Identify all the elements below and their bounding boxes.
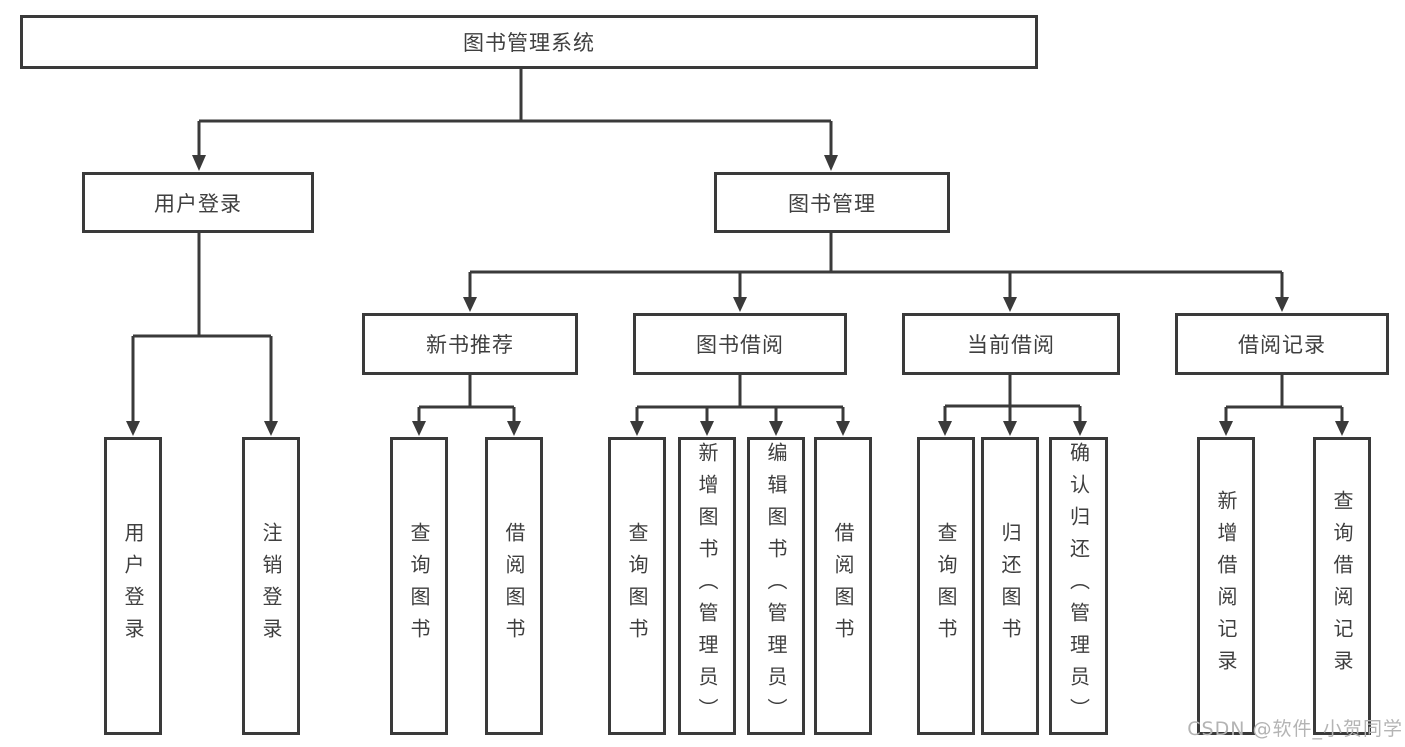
arrowhead <box>1003 421 1017 436</box>
arrowhead <box>463 297 477 312</box>
node-root: 图书管理系统 <box>20 15 1038 69</box>
arrowhead <box>1275 297 1289 312</box>
arrowhead <box>264 421 278 436</box>
edge-book-borrow-to-leaves <box>630 375 850 436</box>
leaf-query-books-recommend-label: 查询图书 <box>407 522 431 650</box>
node-new-book-recommend-label: 新书推荐 <box>426 333 514 357</box>
arrowhead <box>1003 297 1017 312</box>
leaf-confirm-return-admin-label: 确认归还（管理员） <box>1066 442 1091 730</box>
edge-borrow-records-to-leaves <box>1219 375 1349 436</box>
node-book-management-label: 图书管理 <box>788 191 876 216</box>
node-new-book-recommend: 新书推荐 <box>362 313 578 375</box>
arrowhead <box>938 421 952 436</box>
leaf-return-book-label: 归还图书 <box>998 522 1022 650</box>
leaf-query-books-current-label: 查询图书 <box>934 522 958 650</box>
node-book-borrow: 图书借阅 <box>633 313 847 375</box>
csdn-watermark: CSDN @软件_小贺同学 <box>1187 718 1403 740</box>
leaf-borrow-books-recommend-label: 借阅图书 <box>502 522 526 650</box>
arrowhead <box>824 155 838 171</box>
arrowhead <box>1335 421 1349 436</box>
leaf-add-book-admin-label: 新增图书（管理员） <box>695 442 719 730</box>
node-current-borrow: 当前借阅 <box>902 313 1120 375</box>
node-user-login-label: 用户登录 <box>154 191 242 216</box>
leaf-user-login: 用户登录 <box>104 437 162 735</box>
arrowhead <box>507 421 521 436</box>
arrowhead <box>700 421 714 436</box>
leaf-logout-label: 注销登录 <box>259 522 283 650</box>
edge-root-to-level2 <box>192 68 838 171</box>
leaf-query-books-borrow: 查询图书 <box>608 437 666 735</box>
leaf-user-login-label: 用户登录 <box>121 522 145 650</box>
arrowhead <box>630 421 644 436</box>
arrowhead <box>769 421 783 436</box>
leaf-query-books-recommend: 查询图书 <box>390 437 448 735</box>
edge-book-management-to-level3 <box>463 233 1289 312</box>
arrowhead <box>1219 421 1233 436</box>
arrowhead <box>1073 421 1087 436</box>
leaf-borrow-books-recommend: 借阅图书 <box>485 437 543 735</box>
node-current-borrow-label: 当前借阅 <box>967 333 1055 357</box>
leaf-add-borrow-record: 新增借阅记录 <box>1197 437 1255 735</box>
node-book-management: 图书管理 <box>714 172 950 233</box>
leaf-confirm-return-admin: 确认归还（管理员） <box>1049 437 1108 735</box>
node-borrow-records: 借阅记录 <box>1175 313 1389 375</box>
leaf-add-borrow-record-label: 新增借阅记录 <box>1214 490 1238 682</box>
leaf-borrow-books: 借阅图书 <box>814 437 872 735</box>
arrowhead <box>733 297 747 312</box>
leaf-edit-book-admin: 编辑图书（管理员） <box>747 437 805 735</box>
node-root-label: 图书管理系统 <box>463 31 595 55</box>
leaf-query-borrow-record: 查询借阅记录 <box>1313 437 1371 735</box>
leaf-borrow-books-label: 借阅图书 <box>831 522 855 650</box>
edge-user-login-to-leaves <box>126 233 278 436</box>
arrowhead <box>412 421 426 436</box>
leaf-logout: 注销登录 <box>242 437 300 735</box>
leaf-query-books-current: 查询图书 <box>917 437 975 735</box>
leaf-query-books-borrow-label: 查询图书 <box>625 522 649 650</box>
edge-current-borrow-to-leaves <box>938 375 1087 436</box>
node-borrow-records-label: 借阅记录 <box>1238 333 1326 357</box>
edge-new-book-recommend-to-leaves <box>412 375 521 436</box>
node-user-login: 用户登录 <box>82 172 314 233</box>
leaf-query-borrow-record-label: 查询借阅记录 <box>1330 490 1354 682</box>
arrowhead <box>126 421 140 436</box>
leaf-return-book: 归还图书 <box>981 437 1039 735</box>
node-book-borrow-label: 图书借阅 <box>696 333 784 357</box>
leaf-edit-book-admin-label: 编辑图书（管理员） <box>764 442 788 730</box>
arrowhead <box>192 155 206 171</box>
arrowhead <box>836 421 850 436</box>
leaf-add-book-admin: 新增图书（管理员） <box>678 437 736 735</box>
